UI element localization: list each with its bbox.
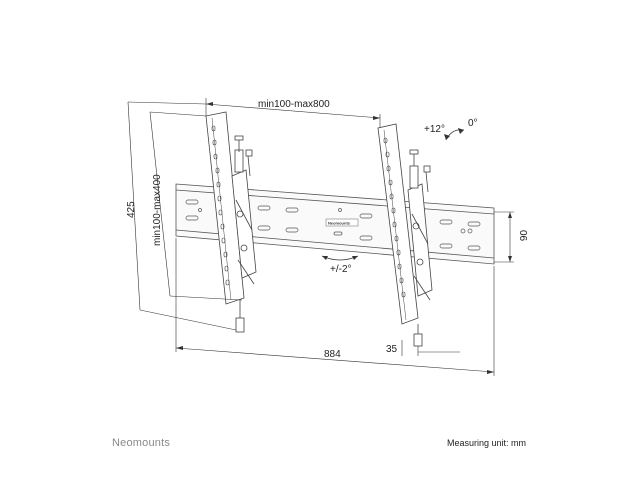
rotation-indicator: [321, 255, 359, 261]
footer-brand: Neomounts: [112, 437, 171, 449]
right-height-label: 06: [517, 230, 528, 242]
tilt-forward-label: +12°: [424, 124, 445, 135]
tilt-neutral-label: 0°: [468, 118, 478, 129]
tilt-indicator: [444, 128, 465, 141]
plate-logo: Neomounts: [328, 221, 351, 226]
dimension-lines: [127, 98, 514, 376]
measuring-unit: Measuring unit: mm: [446, 438, 526, 448]
right-vertical-arm: [377, 123, 433, 347]
bottom-width-label: 884: [324, 349, 341, 360]
rotation-label: +/-2°: [330, 264, 352, 275]
left-outer-height-label: 425: [126, 201, 137, 218]
left-inner-height-label: min100-max400: [152, 174, 163, 246]
bottom-depth-label: 35: [386, 344, 398, 355]
arrow-heads: [176, 102, 512, 374]
top-width-label: min100-max800: [258, 99, 330, 110]
left-vertical-arm: [205, 111, 257, 333]
